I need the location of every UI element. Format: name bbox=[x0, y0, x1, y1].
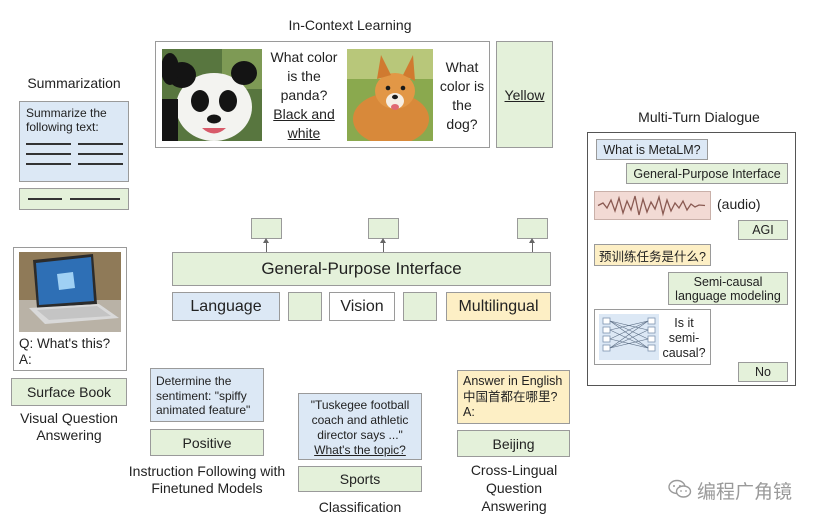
summarization-input-box: Summarize the following text: bbox=[19, 101, 129, 182]
multilingual-label: Multilingual bbox=[458, 297, 539, 315]
token-slot bbox=[288, 292, 322, 321]
icl-box: What color is the panda? Black and white… bbox=[155, 41, 490, 148]
audio-waveform-icon bbox=[594, 191, 711, 220]
text-line bbox=[78, 153, 123, 155]
classification-answer-box: Sports bbox=[298, 466, 422, 492]
panda-image bbox=[162, 49, 262, 141]
text-line bbox=[28, 198, 62, 200]
instruction-title: Instruction Following with Finetuned Mod… bbox=[128, 463, 286, 496]
instruction-input-box: Determine the sentiment: "spiffy animate… bbox=[150, 368, 264, 422]
output-slot bbox=[368, 218, 399, 239]
dialogue-a3: Semi-causal language modeling bbox=[668, 272, 788, 305]
text-line bbox=[70, 198, 120, 200]
instruction-prompt: Determine the sentiment: "spiffy animate… bbox=[156, 374, 251, 417]
classification-answer: Sports bbox=[339, 471, 381, 487]
dialogue-title: Multi-Turn Dialogue bbox=[638, 109, 760, 125]
text-line bbox=[78, 143, 123, 145]
classification-question: What's the topic? bbox=[314, 443, 406, 457]
vqa-answer-box: Surface Book bbox=[11, 378, 127, 406]
vqa-answer: Surface Book bbox=[26, 384, 112, 400]
icl-question-1: What color is the panda? Black and white bbox=[270, 49, 338, 141]
icl-answer: Yellow bbox=[504, 86, 545, 103]
language-encoder: Language bbox=[172, 292, 280, 321]
output-slot bbox=[251, 218, 282, 239]
summarization-output-box bbox=[19, 188, 129, 210]
classification-prompt: "Tuskegee football coach and athletic di… bbox=[310, 398, 410, 457]
icl-question-2: What color is the dog? bbox=[439, 59, 485, 132]
general-purpose-interface: General-Purpose Interface bbox=[172, 252, 551, 286]
dialogue-box: What is MetaLM? General-Purpose Interfac… bbox=[587, 132, 796, 386]
summarization-title: Summarization bbox=[27, 75, 121, 91]
laptop-image bbox=[19, 252, 121, 332]
classification-input-box: "Tuskegee football coach and athletic di… bbox=[298, 393, 422, 460]
watermark-text: 编程广角镜 bbox=[697, 481, 793, 503]
arrow-up-icon bbox=[529, 238, 535, 252]
text-line bbox=[26, 163, 71, 165]
crosslingual-prompt: Answer in English 中国首都在哪里? bbox=[463, 374, 563, 404]
attention-matrix-image bbox=[599, 314, 659, 360]
vision-encoder: Vision bbox=[329, 292, 395, 321]
classification-title: Classification bbox=[318, 499, 402, 515]
vqa-input-box: Q: What's this? A: bbox=[13, 247, 127, 371]
summarization-prompt: Summarize the following text: bbox=[26, 106, 107, 134]
icl-title: In-Context Learning bbox=[288, 17, 412, 33]
crosslingual-title: Cross-Lingual Question Answering bbox=[470, 462, 558, 514]
crosslingual-prompt-suffix: A: bbox=[463, 405, 475, 419]
dialogue-q4: Is it semi-causal? bbox=[662, 316, 706, 360]
dialogue-a1: General-Purpose Interface bbox=[626, 163, 788, 184]
arrow-up-icon bbox=[380, 238, 386, 252]
crosslingual-input-box: Answer in English 中国首都在哪里? A: bbox=[457, 370, 570, 424]
vqa-answer-prefix: A: bbox=[19, 352, 32, 367]
vision-label: Vision bbox=[340, 297, 384, 315]
dialogue-a2: AGI bbox=[738, 220, 788, 240]
dialogue-q1: What is MetaLM? bbox=[596, 139, 708, 160]
interface-label: General-Purpose Interface bbox=[261, 259, 462, 278]
vqa-question: Q: What's this? bbox=[19, 336, 111, 351]
icl-answer-box: Yellow bbox=[496, 41, 553, 148]
multilingual-encoder: Multilingual bbox=[446, 292, 551, 321]
instruction-answer: Positive bbox=[182, 434, 232, 451]
dog-image bbox=[347, 49, 433, 141]
text-line bbox=[78, 163, 123, 165]
text-line bbox=[26, 143, 71, 145]
crosslingual-answer: Beijing bbox=[492, 435, 535, 452]
vqa-title: Visual Question Answering bbox=[20, 410, 118, 443]
dialogue-a4: No bbox=[738, 362, 788, 382]
icl-answer-1: Black and white bbox=[273, 106, 335, 141]
language-label: Language bbox=[190, 297, 262, 315]
wechat-icon bbox=[668, 479, 692, 499]
dialogue-audio-label: (audio) bbox=[717, 196, 761, 212]
text-line bbox=[26, 153, 71, 155]
dialogue-q3: 预训练任务是什么? bbox=[594, 244, 711, 266]
token-slot bbox=[403, 292, 437, 321]
arrow-up-icon bbox=[263, 238, 269, 252]
output-slot bbox=[517, 218, 548, 239]
crosslingual-answer-box: Beijing bbox=[457, 430, 570, 457]
dialogue-q4-box: Is it semi-causal? bbox=[594, 309, 711, 365]
instruction-answer-box: Positive bbox=[150, 429, 264, 456]
